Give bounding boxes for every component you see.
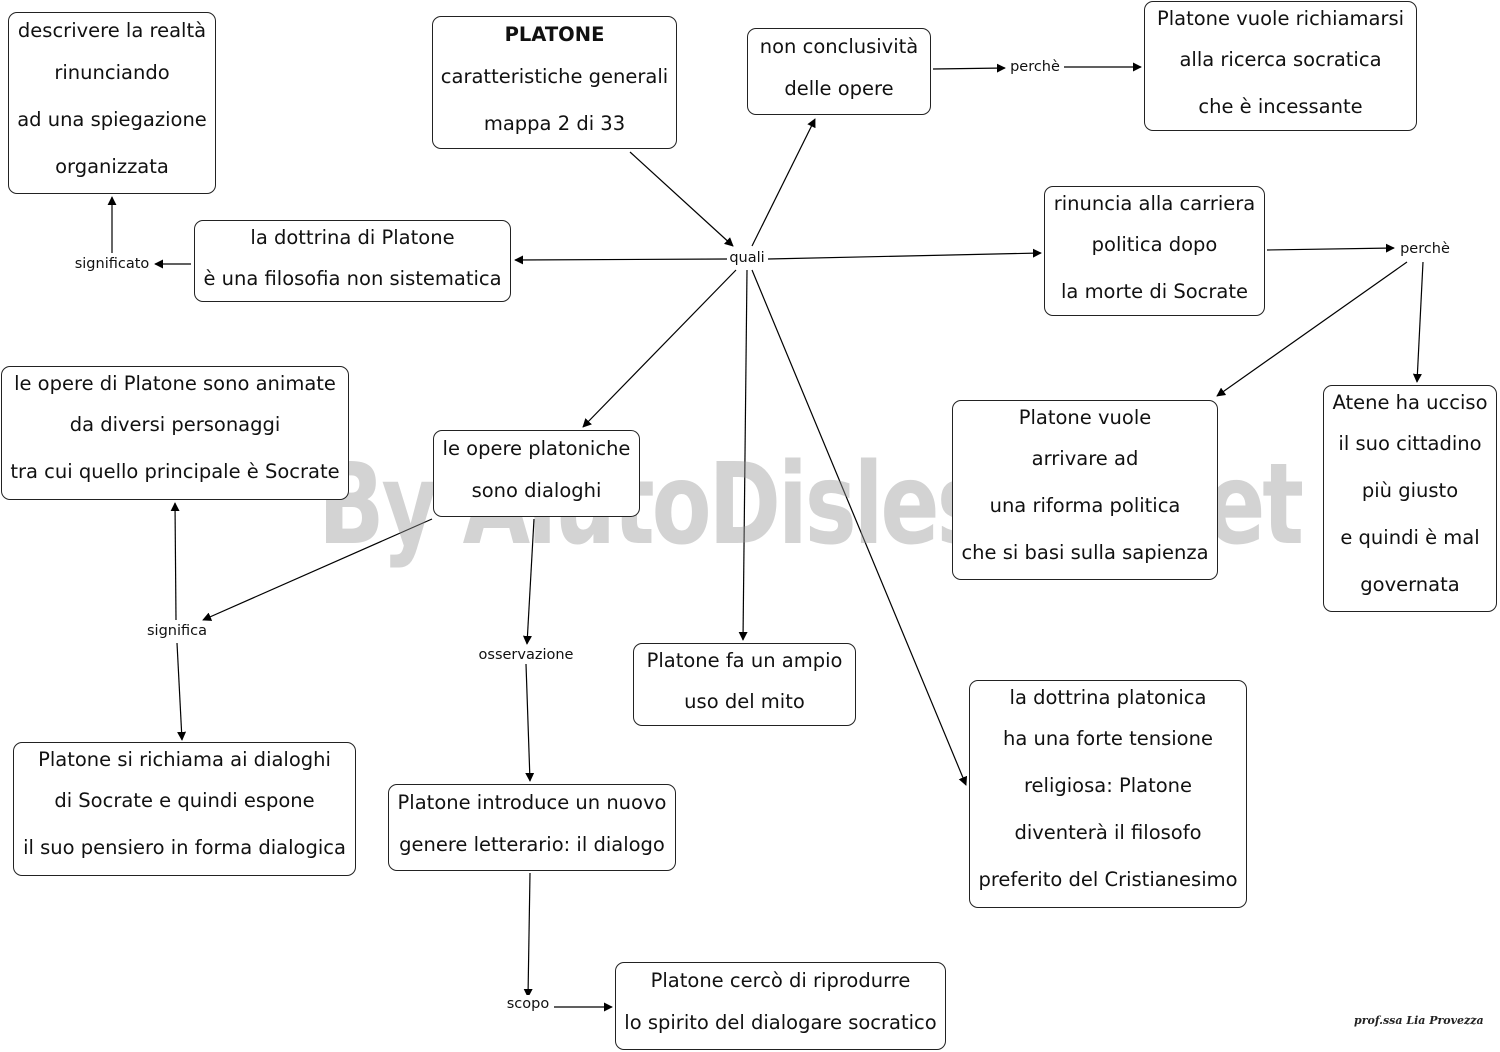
node-line: organizzata xyxy=(55,155,169,178)
node-line: le opere platoniche xyxy=(442,437,631,460)
label-quali: quali xyxy=(727,249,767,267)
node-line: ha una forte tensione xyxy=(1003,727,1213,750)
node-line: Platone si richiama ai dialoghi xyxy=(38,748,331,771)
node-line: lo spirito del dialogare socratico xyxy=(624,1011,937,1034)
node-line: Platone vuole xyxy=(1018,406,1152,429)
edge-perche-atene xyxy=(1412,261,1424,383)
label-osservazione: osservazione xyxy=(476,646,576,664)
node-richiamarsi[interactable]: Platone vuole richiamarsi alla ricerca s… xyxy=(1144,1,1417,131)
edge-quali-rinuncia xyxy=(767,248,1042,260)
edge-nonconclusivita-perche xyxy=(932,63,1006,73)
node-line: di Socrate e quindi espone xyxy=(54,789,315,812)
node-line: mappa 2 di 33 xyxy=(483,112,626,135)
node-platone[interactable]: PLATONE caratteristiche generali mappa 2… xyxy=(432,16,677,149)
edge-introduce-scopo xyxy=(523,872,533,998)
node-line: descrivere la realtà xyxy=(17,19,207,42)
edge-quali-nonconclusivita xyxy=(751,118,816,247)
node-line: il suo cittadino xyxy=(1338,432,1482,455)
node-line: sono dialoghi xyxy=(471,479,602,502)
node-line: rinuncia alla carriera xyxy=(1053,192,1256,215)
node-dottrina[interactable]: la dottrina di Platone è una filosofia n… xyxy=(194,220,511,302)
node-line: alla ricerca socratica xyxy=(1179,48,1382,71)
node-line: politica dopo xyxy=(1091,233,1218,256)
node-personaggi[interactable]: le opere di Platone sono animate da dive… xyxy=(1,366,349,500)
node-line: preferito del Cristianesimo xyxy=(978,868,1238,891)
node-line: da diversi personaggi xyxy=(69,413,281,436)
edge-quali-dialoghi xyxy=(582,269,737,428)
node-line: delle opere xyxy=(784,77,894,100)
node-line: Platone fa un ampio xyxy=(646,649,843,672)
node-riprodurre[interactable]: Platone cercò di riprodurre lo spirito d… xyxy=(615,962,946,1050)
node-line: caratteristiche generali xyxy=(440,65,669,88)
node-introduce[interactable]: Platone introduce un nuovo genere letter… xyxy=(388,784,676,871)
edge-rinuncia-perche xyxy=(1266,243,1395,253)
node-line: le opere di Platone sono animate xyxy=(14,372,336,395)
edge-significa-personaggi xyxy=(170,502,180,621)
node-mito[interactable]: Platone fa un ampio uso del mito xyxy=(633,643,856,726)
edge-quali-tensione xyxy=(751,269,968,786)
label-significato: significato xyxy=(72,255,152,273)
node-line: Platone cercò di riprodurre xyxy=(650,969,911,992)
label-significa: significa xyxy=(145,622,209,640)
node-line: Platone vuole richiamarsi xyxy=(1156,7,1405,30)
label-scopo: scopo xyxy=(504,995,552,1013)
node-line: tra cui quello principale è Socrate xyxy=(10,460,340,483)
node-line: genere letterario: il dialogo xyxy=(399,833,665,856)
node-line: più giusto xyxy=(1361,479,1459,502)
edge-perche-riforma xyxy=(1216,261,1408,397)
node-line: uso del mito xyxy=(684,690,805,713)
node-line: religiosa: Platone xyxy=(1023,774,1193,797)
node-dialoghi[interactable]: le opere platoniche sono dialoghi xyxy=(433,430,640,517)
node-line: il suo pensiero in forma dialogica xyxy=(23,836,346,859)
edge-dialoghi-osservazione xyxy=(522,518,535,645)
node-line: non conclusività xyxy=(759,35,919,58)
node-line: che si basi sulla sapienza xyxy=(961,541,1209,564)
node-rinuncia[interactable]: rinuncia alla carriera politica dopo la … xyxy=(1044,186,1265,316)
node-line: Platone introduce un nuovo xyxy=(397,791,667,814)
edge-osservazione-introduce xyxy=(525,663,535,782)
node-line: PLATONE xyxy=(504,23,605,46)
edge-dialoghi-significa xyxy=(202,518,433,621)
node-line: la morte di Socrate xyxy=(1061,280,1248,303)
node-line: diventerà il filosofo xyxy=(1014,821,1202,844)
node-line: governata xyxy=(1360,573,1460,596)
node-line: è una filosofia non sistematica xyxy=(203,267,502,290)
node-richiama[interactable]: Platone si richiama ai dialoghi di Socra… xyxy=(13,742,356,876)
node-line: la dottrina platonica xyxy=(1009,686,1207,709)
node-descrivere[interactable]: descrivere la realtà rinunciando ad una … xyxy=(8,12,216,194)
node-atene[interactable]: Atene ha ucciso il suo cittadino più giu… xyxy=(1323,385,1497,612)
node-non-conclusivita[interactable]: non conclusività delle opere xyxy=(747,28,931,115)
label-perche-2: perchè xyxy=(1398,240,1452,258)
label-perche-1: perchè xyxy=(1008,58,1062,76)
edge-platone-quali xyxy=(629,151,734,247)
node-line: una riforma politica xyxy=(989,494,1181,517)
node-line: e quindi è mal xyxy=(1340,526,1480,549)
node-line: rinunciando xyxy=(54,61,170,84)
node-line: ad una spiegazione xyxy=(17,108,207,131)
edge-quali-mito xyxy=(738,269,748,641)
edge-significa-richiama xyxy=(176,642,187,741)
author-signature: prof.ssa Lia Provezza xyxy=(1354,1014,1484,1027)
edge-quali-dottrina xyxy=(514,255,728,265)
node-riforma[interactable]: Platone vuole arrivare ad una riforma po… xyxy=(952,400,1218,580)
node-line: che è incessante xyxy=(1198,95,1363,118)
node-line: Atene ha ucciso xyxy=(1332,391,1488,414)
node-line: arrivare ad xyxy=(1031,447,1139,470)
node-tensione[interactable]: la dottrina platonica ha una forte tensi… xyxy=(969,680,1247,908)
node-line: la dottrina di Platone xyxy=(250,226,455,249)
